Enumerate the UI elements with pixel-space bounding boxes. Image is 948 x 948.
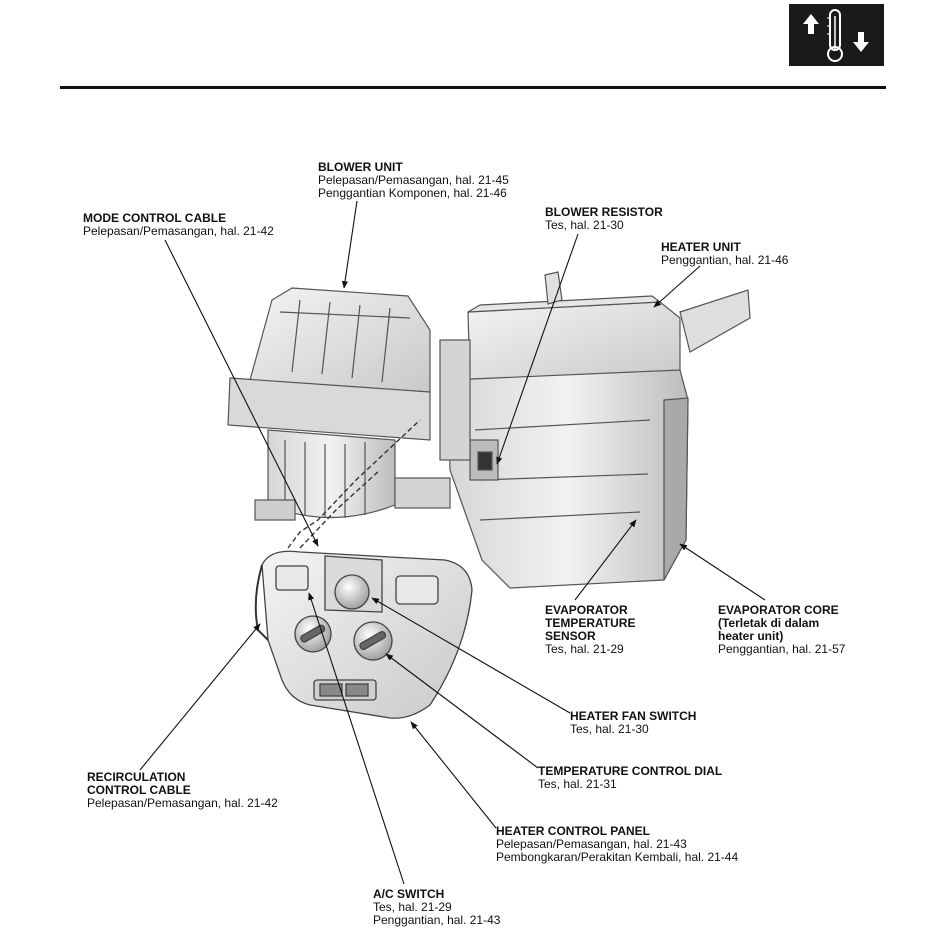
callout-evaporator-core: EVAPORATOR CORE (Terletak di dalam heate…: [718, 604, 845, 656]
callout-line: Penggantian Komponen, hal. 21-46: [318, 186, 507, 200]
callout-line: Tes, hal. 21-29: [545, 642, 624, 656]
callout-heater-unit: HEATER UNIT Penggantian, hal. 21-46: [661, 241, 788, 267]
callout-line: Pelepasan/Pemasangan, hal. 21-42: [83, 224, 274, 238]
callout-line: Tes, hal. 21-30: [545, 218, 624, 232]
callout-ac-switch: A/C SWITCH Tes, hal. 21-29 Penggantian, …: [373, 888, 500, 927]
callout-line: Pelepasan/Pemasangan, hal. 21-43: [496, 837, 687, 851]
callout-blower-resistor: BLOWER RESISTOR Tes, hal. 21-30: [545, 206, 663, 232]
callout-title: SENSOR: [545, 629, 596, 643]
temperature-up-down-icon: [789, 4, 884, 66]
callout-title: CONTROL CABLE: [87, 783, 191, 797]
callout-temperature-control-dial: TEMPERATURE CONTROL DIAL Tes, hal. 21-31: [538, 765, 722, 791]
callout-mode-control-cable: MODE CONTROL CABLE Pelepasan/Pemasangan,…: [83, 212, 274, 238]
callout-line: Penggantian, hal. 21-57: [718, 642, 846, 656]
callout-title: RECIRCULATION: [87, 770, 186, 784]
callout-title: TEMPERATURE: [545, 616, 636, 630]
callout-heater-fan-switch: HEATER FAN SWITCH Tes, hal. 21-30: [570, 710, 696, 736]
callout-line: Penggantian, hal. 21-46: [661, 253, 789, 267]
callout-title: heater unit): [718, 629, 784, 643]
heater-control-panel: [254, 550, 473, 719]
callout-evaporator-temperature-sensor: EVAPORATOR TEMPERATURE SENSOR Tes, hal. …: [545, 604, 635, 656]
callout-line: Penggantian, hal. 21-43: [373, 913, 501, 927]
heater-unit: [439, 271, 751, 589]
callout-title: HEATER FAN SWITCH: [570, 709, 697, 723]
callout-title: A/C SWITCH: [373, 887, 445, 901]
callout-title: EVAPORATOR: [545, 603, 628, 617]
leader-lines: [139, 200, 766, 885]
callout-title: (Terletak di dalam: [718, 616, 820, 630]
callout-line: Tes, hal. 21-29: [373, 900, 452, 914]
callout-title: EVAPORATOR CORE: [718, 603, 839, 617]
callout-title: MODE CONTROL CABLE: [83, 211, 227, 225]
blower-unit: [227, 287, 451, 521]
callout-line: Pelepasan/Pemasangan, hal. 21-42: [87, 796, 278, 810]
callout-title: HEATER UNIT: [661, 240, 741, 254]
callout-line: Pelepasan/Pemasangan, hal. 21-45: [318, 173, 509, 187]
callout-heater-control-panel: HEATER CONTROL PANEL Pelepasan/Pemasanga…: [496, 825, 738, 864]
callout-recirculation-control-cable: RECIRCULATION CONTROL CABLE Pelepasan/Pe…: [87, 771, 278, 810]
callout-line: Pembongkaran/Perakitan Kembali, hal. 21-…: [496, 850, 739, 864]
callout-blower-unit: BLOWER UNIT Pelepasan/Pemasangan, hal. 2…: [318, 161, 509, 200]
callout-line: Tes, hal. 21-31: [538, 777, 617, 791]
callout-title: BLOWER RESISTOR: [545, 205, 663, 219]
callout-title: HEATER CONTROL PANEL: [496, 824, 651, 838]
callout-title: BLOWER UNIT: [318, 160, 403, 174]
callout-line: Tes, hal. 21-30: [570, 722, 649, 736]
callout-title: TEMPERATURE CONTROL DIAL: [538, 764, 723, 778]
header-rule: [60, 86, 886, 89]
